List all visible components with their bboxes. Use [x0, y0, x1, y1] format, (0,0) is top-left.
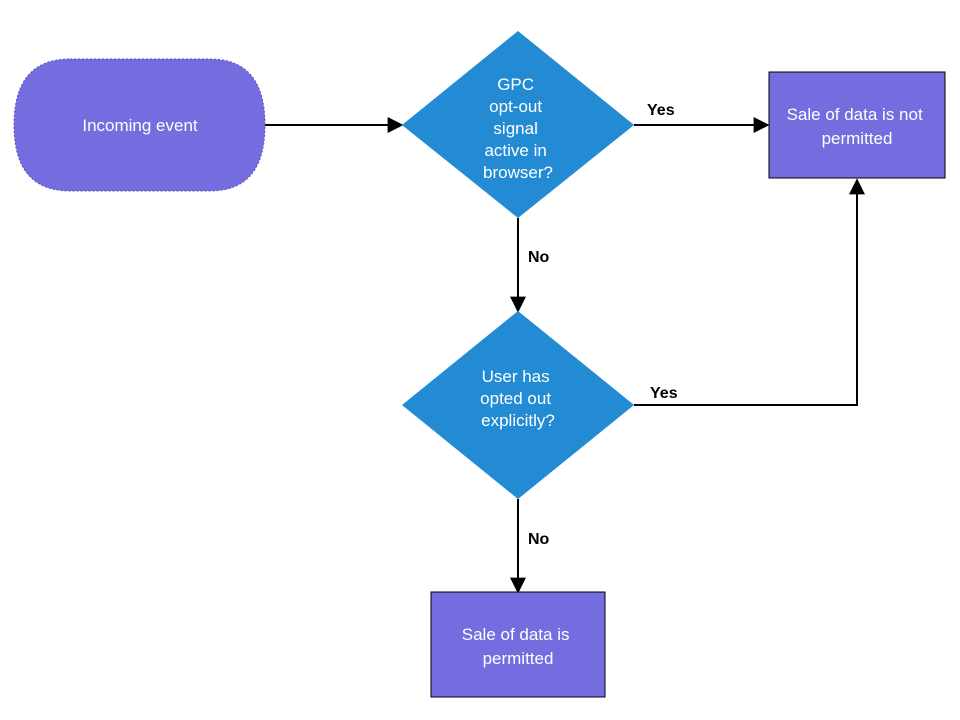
not-permitted-node: Sale of data is not permitted	[768, 71, 946, 179]
optout-decision-line-1: User has	[482, 367, 550, 386]
gpc-decision-line-3: signal	[493, 119, 537, 138]
optout-decision-label: User has opted out explicitly?	[480, 367, 556, 430]
gpc-decision-line-4: active in	[484, 141, 546, 160]
gpc-decision-line-1: GPC	[497, 75, 534, 94]
permitted-label: Sale of data is permitted	[462, 625, 574, 668]
gpc-decision-line-2: opt-out	[489, 97, 542, 116]
edge-optout-yes	[634, 178, 865, 406]
start-shape	[13, 58, 266, 192]
permitted-shape	[430, 591, 606, 698]
start-label: Incoming event	[82, 116, 198, 135]
optout-decision-line-2: opted out	[480, 389, 551, 408]
not-permitted-shape	[768, 71, 946, 179]
start-node: Incoming event	[13, 58, 266, 192]
optout-decision-shape	[402, 311, 634, 499]
edge-label-gpc-yes: Yes	[647, 102, 675, 119]
not-permitted-label: Sale of data is not permitted	[787, 105, 928, 148]
permitted-node: Sale of data is permitted	[430, 591, 606, 698]
edge-label-optout-yes: Yes	[650, 385, 678, 402]
optout-decision-line-3: explicitly?	[481, 411, 555, 430]
edge-label-optout-no: No	[528, 531, 550, 548]
permitted-line-1: Sale of data is	[462, 625, 570, 644]
not-permitted-line-2: permitted	[822, 129, 893, 148]
gpc-decision-shape	[402, 31, 634, 218]
gpc-decision-line-5: browser?	[483, 163, 553, 182]
gpc-decision-label: GPC opt-out signal active in browser?	[483, 75, 553, 182]
permitted-line-2: permitted	[483, 649, 554, 668]
gpc-decision-node: GPC opt-out signal active in browser?	[402, 31, 634, 218]
edge-label-gpc-no: No	[528, 249, 550, 266]
optout-decision-node: User has opted out explicitly?	[402, 311, 634, 499]
not-permitted-line-1: Sale of data is not	[787, 105, 923, 124]
